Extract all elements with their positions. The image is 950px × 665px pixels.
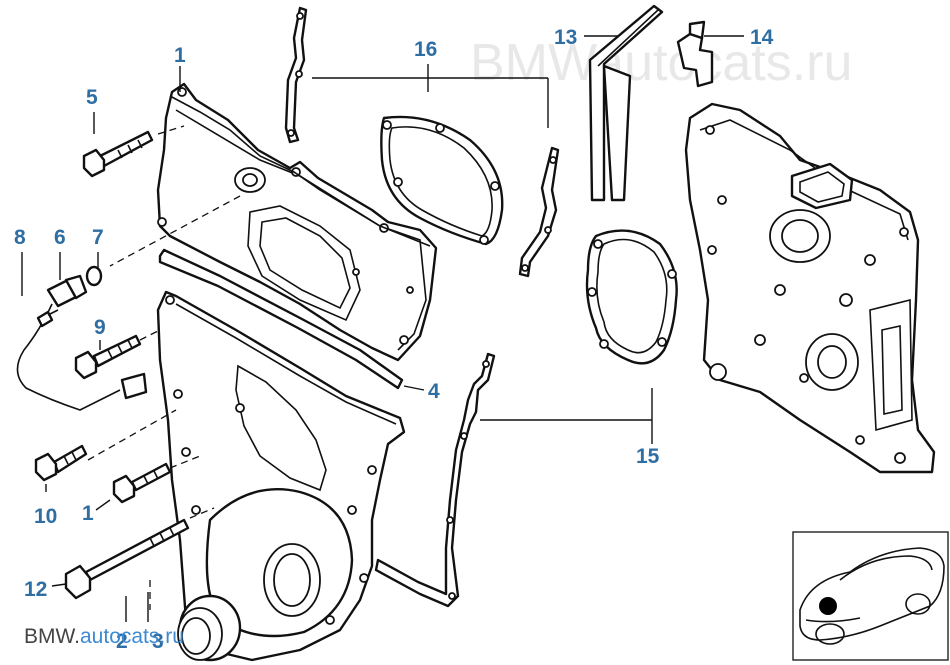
screw-8 [36, 309, 59, 328]
callout-13: 13 [554, 26, 577, 49]
callout-11: 1 [82, 502, 94, 525]
callout-10: 10 [34, 505, 57, 528]
callout-14: 14 [750, 26, 774, 49]
location-marker [819, 597, 837, 615]
vehicle-location-thumbnail [792, 531, 949, 661]
callout-7: 7 [92, 226, 104, 249]
bolt-9 [74, 334, 142, 380]
leader-lines [21, 66, 181, 622]
callout-9: 9 [94, 316, 106, 339]
callout-2: 2 [116, 630, 128, 653]
bolt-5 [82, 130, 154, 178]
callout-6: 6 [54, 226, 66, 249]
gasket-strip-right [518, 146, 560, 278]
gasket-round [585, 229, 678, 365]
bolt-12 [64, 518, 190, 600]
watermark-small: BMW.autocats.ru [24, 625, 184, 648]
callout-5: 5 [86, 86, 98, 109]
callout-12: 12 [24, 578, 47, 601]
callout-8: 8 [14, 226, 26, 249]
watermark-small-suffix: autocats.ru [80, 625, 184, 648]
gasket-strip-left [284, 6, 308, 144]
callout-15: 15 [636, 445, 660, 468]
bolt-11 [112, 462, 172, 504]
gasket-strip-4 [158, 248, 425, 391]
callout-4: 4 [428, 380, 440, 403]
gasket-oval [380, 115, 504, 246]
shaft-seal-3 [177, 594, 242, 662]
gasket-long-15 [374, 352, 496, 608]
watermark-large: BMWautocats.ru [470, 34, 852, 92]
lower-timing-cover [156, 290, 406, 662]
clip-14 [676, 20, 744, 88]
gasket-set-16-bracket [312, 64, 549, 128]
engine-housing [684, 102, 936, 474]
callout-1: 1 [174, 44, 186, 67]
assembly-lines [87, 125, 241, 610]
callout-3: 3 [152, 630, 164, 653]
gasket-strip-13 [584, 4, 664, 202]
o-ring-7 [85, 265, 103, 287]
watermark-small-prefix: BMW. [24, 625, 80, 648]
callout-16: 16 [414, 38, 437, 61]
sensor-6 [16, 274, 148, 411]
bolt-10 [34, 444, 88, 482]
upper-timing-cover-1 [156, 82, 438, 362]
gasket-set-15-bracket [480, 388, 653, 444]
